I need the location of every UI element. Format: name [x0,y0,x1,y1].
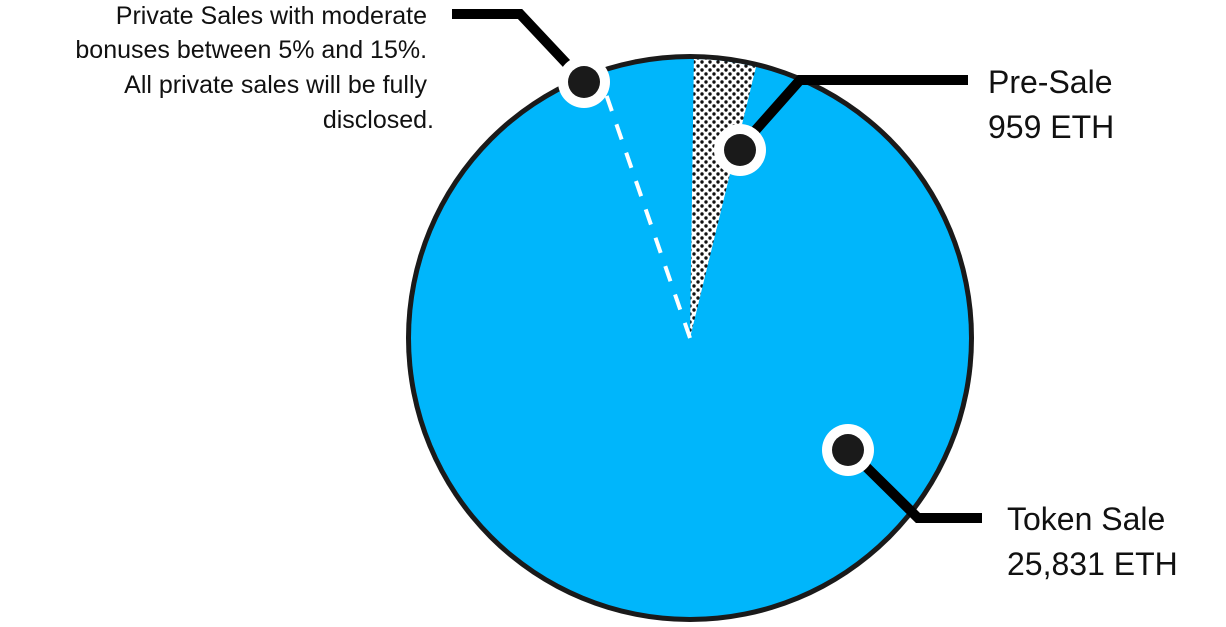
token-sale-label: Token Sale 25,831 ETH [1007,501,1178,582]
pre-sale-leader-line [734,75,968,154]
private-sales-divider [601,86,692,339]
private-sales-line-1: Private Sales with moderate [116,2,427,30]
token-sale-label-name: Token Sale [1007,501,1165,537]
private-sales-leader-line [452,9,586,84]
private-sales-line-2: bonuses between 5% and 15%. [75,36,427,64]
pre-sale-label-value: 959 ETH [988,109,1114,145]
private-sales-line-3: All private sales will be fully [124,71,427,99]
pre-sale-label-name: Pre-Sale [988,64,1113,100]
pre-sale-label: Pre-Sale 959 ETH [988,64,1121,145]
private-sales-annotation: Private Sales with moderate bonuses betw… [75,2,434,134]
pre-sale-marker [714,124,766,176]
private-sales-line-4: disclosed. [323,106,434,134]
private-sales-marker [558,56,610,108]
token-sale-leader-line [843,444,982,523]
token-sale-marker [822,424,874,476]
token-sale-label-value: 25,831 ETH [1007,546,1178,582]
